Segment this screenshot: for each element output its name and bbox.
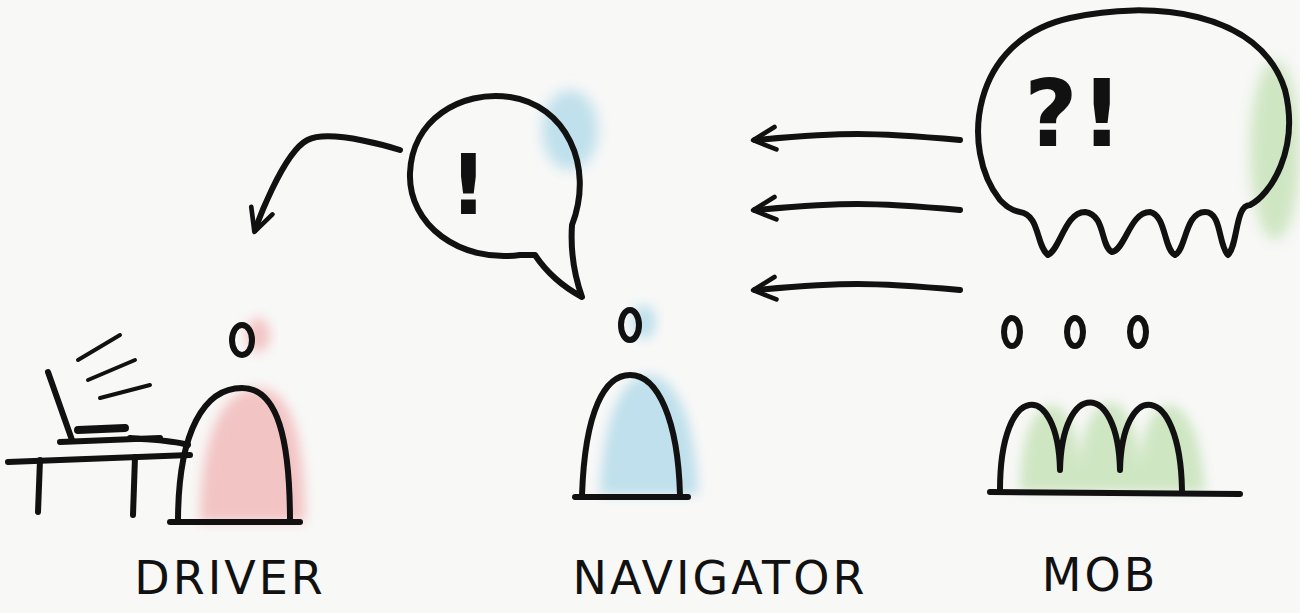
bubble-outline [978, 10, 1289, 255]
arrow-connector [255, 136, 400, 230]
role-label: NAVIGATOR [540, 548, 900, 608]
driver-node: DRIVER [0, 230, 330, 613]
desk-leg [38, 460, 40, 512]
role-label: DRIVER [110, 548, 350, 608]
speech-bubble: ! [400, 85, 595, 305]
mob-node: MOB [980, 300, 1220, 613]
laptop-screen [48, 372, 72, 440]
driver-body [178, 388, 290, 522]
desk-top [8, 455, 190, 462]
navigator-body [582, 375, 680, 495]
laptop-keyboard [78, 428, 125, 430]
bubble-outline [410, 96, 582, 297]
thought-bubble-outline [960, 0, 1300, 300]
speech-bubble-outline [400, 85, 595, 305]
exclamation: ! [430, 130, 510, 240]
speed-line [88, 360, 135, 380]
mob-head [1067, 318, 1083, 346]
arrow-connector [755, 134, 960, 140]
mob-head [1130, 318, 1146, 346]
arrow-connector [755, 204, 960, 210]
marker-shade [542, 90, 598, 170]
navigator-node: NAVIGATOR [540, 120, 755, 613]
mob-bodies [1000, 403, 1182, 491]
navigator-shade [600, 375, 698, 495]
speed-line [78, 335, 120, 360]
driver-base [170, 519, 300, 525]
navigator-base [575, 494, 688, 500]
mob-head [1004, 318, 1020, 346]
interrobang: ?! [1000, 55, 1150, 175]
speed-line [100, 385, 150, 398]
mob-base [990, 492, 1240, 494]
marker-shade [1250, 60, 1300, 240]
driver-arm [130, 438, 188, 445]
thought-bubble: ?! [960, 0, 1300, 300]
desk-leg [133, 457, 135, 515]
navigator-head [621, 310, 639, 340]
driver-head [232, 325, 252, 355]
arrow-connector [755, 284, 960, 290]
role-label: MOB [980, 545, 1220, 605]
